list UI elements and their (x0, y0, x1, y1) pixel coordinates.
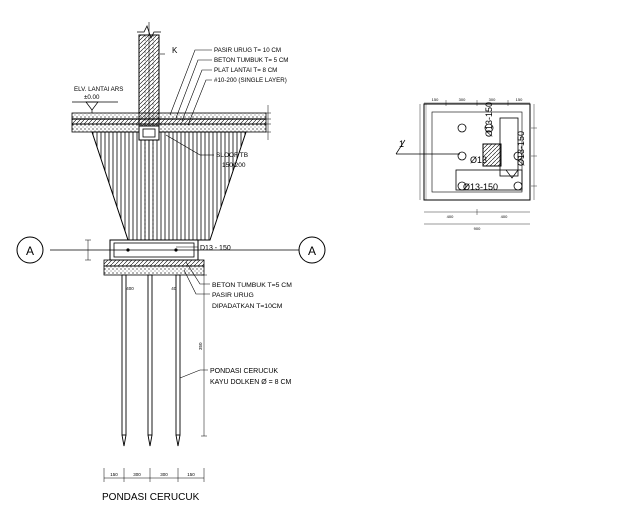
column-tag: K (172, 46, 178, 55)
floor-slab (71, 112, 267, 133)
plan-section-number: 1 (399, 139, 404, 149)
base-layer-3: DIPADATKAN T=10CM (212, 303, 283, 310)
plan-bottom-dim-2: 400 (501, 214, 508, 219)
section-marker-right (298, 236, 326, 264)
base-layer-leaders (183, 261, 210, 295)
section-marker-left (16, 236, 44, 264)
spacing-3: 300 (160, 472, 168, 477)
plan-rebar-label-2: Ø13-150 (484, 102, 494, 137)
floor-layer-1: PASIR URUG T= 10 CM (214, 47, 281, 54)
foundation-plan: 150 300 300 150 Ø13 Ø13-150 (395, 97, 537, 231)
cap-base-layers (103, 259, 205, 276)
floor-layer-2: BETON TUMBUK T= 5 CM (214, 57, 288, 64)
plan-rebar-label-4: Ø13-150 (463, 182, 498, 192)
plan-right-dimension (531, 104, 537, 200)
foundation-section: K PASIR URUG T= 10 CM BETON TUMBUK T= 5 … (16, 22, 326, 503)
elevation-label: ELV. LANTAI ARS (74, 86, 123, 93)
pile-length-dimension (201, 274, 207, 437)
pile-spec: KAYU DOLKEN Ø = 8 CM (210, 379, 292, 386)
slab-dimension-ticks (265, 105, 271, 140)
column-break-mark (137, 24, 161, 40)
base-layer-2: PASIR URUG (212, 292, 254, 299)
cap-dim-1: 400 (126, 286, 134, 291)
elevation-value: ±0.00 (84, 94, 100, 101)
plan-top-dim-2: 300 (459, 97, 466, 102)
wooden-piles (121, 274, 181, 447)
plan-bottom-dimension (424, 209, 530, 225)
section-marker-right-label: A (308, 244, 316, 258)
plan-rebar (455, 117, 523, 191)
floor-layer-leaders (169, 49, 212, 126)
spacing-1: 150 (110, 472, 118, 477)
plan-bottom-dim-1: 400 (447, 214, 454, 219)
rebar-label: D13 - 150 (200, 245, 231, 252)
plan-top-dim-1: 150 (432, 97, 439, 102)
cap-dim-2: 400 (171, 286, 179, 291)
pile-cap-body (91, 125, 247, 241)
sloof-size: 150/200 (222, 162, 246, 169)
pile-spacing-dimension (103, 468, 205, 482)
spacing-4: 150 (187, 472, 195, 477)
floor-layer-3: PLAT LANTAI T= 8 CM (214, 67, 277, 74)
plan-rebar-label-3: Ø13-150 (516, 131, 526, 166)
plan-top-dim-4: 150 (516, 97, 523, 102)
plan-rebar-label-1: Ø13 (470, 155, 487, 165)
plan-top-dim-3: 300 (489, 97, 496, 102)
plan-overall-dim: 900 (474, 226, 481, 231)
pile-length-label: 350 (198, 342, 203, 350)
section-marker-left-label: A (26, 244, 34, 258)
plan-top-dimension (424, 100, 530, 106)
base-layer-1: BETON TUMBUK T=5 CM (212, 282, 292, 289)
elevation-marker (72, 101, 118, 113)
drawing-title: PONDASI CERUCUK (102, 492, 200, 503)
plan-section-mark (395, 139, 460, 155)
spacing-2: 300 (133, 472, 141, 477)
plan-left-dimension (419, 104, 427, 200)
floor-layer-4: #10-200 (SINGLE LAYER) (214, 77, 287, 84)
plan-column (482, 143, 502, 167)
pile-label: PONDASI CERUCUK (210, 368, 278, 375)
sloof-label: SLOOF TB (216, 152, 248, 159)
